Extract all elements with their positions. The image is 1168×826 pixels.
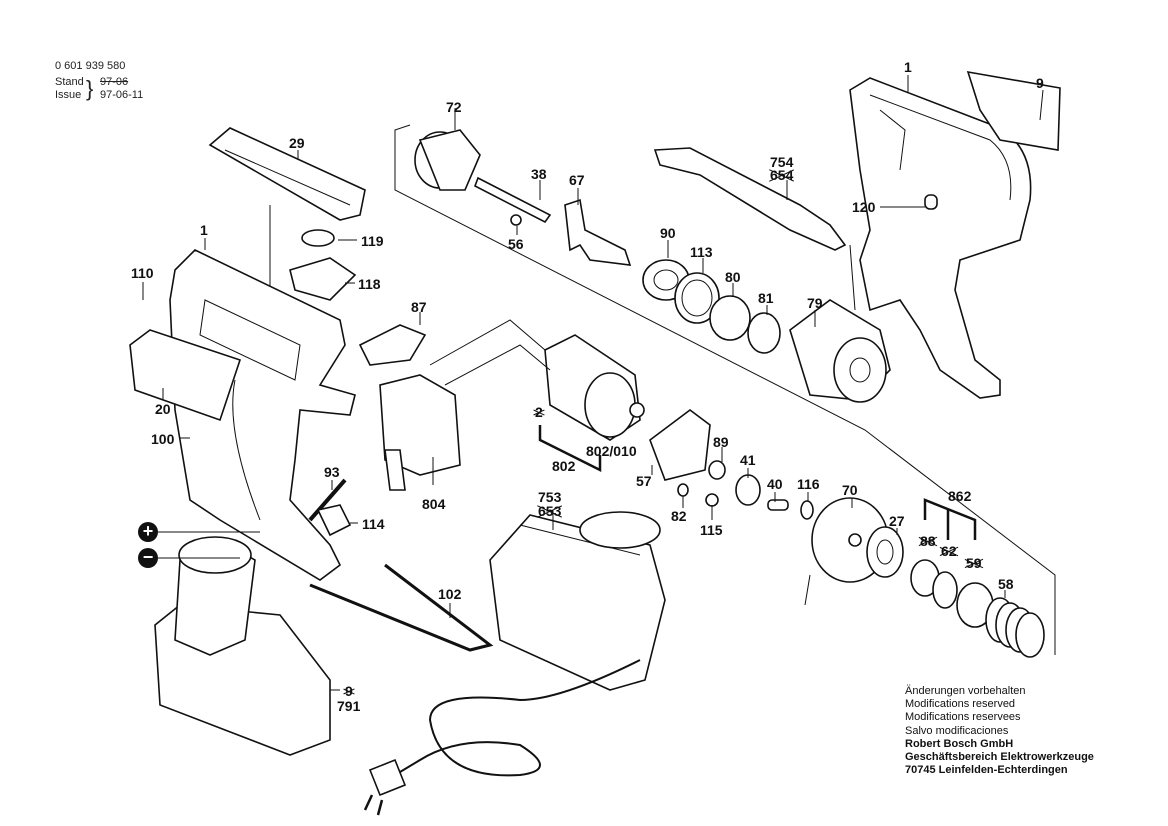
part-label-87: 87 [411,299,427,315]
part-label-654-struck: 654 [770,167,794,183]
issue-value: 97-06-11 [100,89,144,101]
footer-notice: Änderungen vorbehalten Modifications res… [905,685,1094,777]
spindle-housing-79 [789,299,891,403]
part-label-90: 90 [660,225,676,241]
part-label-67: 67 [569,172,585,188]
leader-lines [142,75,1044,691]
part-label-27: 27 [889,513,905,529]
footer-company: Robert Bosch GmbH [905,737,1014,750]
part-label-93: 93 [324,464,340,480]
footer-line-de: Änderungen vorbehalten [905,685,1026,697]
part-label-2-struck: 2 [535,404,543,420]
part-label-791: 791 [337,698,361,714]
part-label-82: 82 [671,508,687,524]
part-label-62-struck: 62 [941,543,957,559]
part-label-119: 119 [361,233,384,249]
assembly-axis-lines [269,124,1056,655]
part-label-114: 114 [362,516,385,532]
stand-label: Stand [55,76,84,88]
part-label-79: 79 [807,295,823,311]
drive-parts-top [414,129,781,354]
footer-line-es: Salvo modificaciones [905,724,1009,737]
issue-label: Issue [55,89,82,101]
part-label-1-right: 1 [904,59,912,75]
part-label-102: 102 [438,586,462,602]
part-label-89: 89 [713,434,729,450]
battery-pack-791 [154,536,331,756]
part-label-116: 116 [797,476,820,492]
part-label-72: 72 [446,99,462,115]
part-label-80: 80 [725,269,741,285]
part-label-110: 110 [131,265,154,281]
part-label-802: 802 [552,458,576,474]
part-label-804: 804 [422,496,446,512]
part-label-56: 56 [508,236,524,252]
belt-clip-754 [653,147,847,251]
footer-address: 70745 Leinfelden-Echterdingen [905,764,1068,777]
part-label-862: 862 [948,488,972,504]
part-label-81: 81 [758,290,774,306]
label-plate-20 [129,329,242,422]
battery-cover-29 [208,127,366,221]
part-label-41: 41 [740,452,756,468]
housing-half-left [169,249,356,581]
brace-glyph: } [86,76,94,101]
part-number: 0 601 939 580 [55,60,126,72]
stand-value-struck: 97-06 [100,76,129,88]
part-label-59-struck: 59 [966,555,982,571]
footer-line-fr: Modifications reservees [905,711,1021,724]
part-label-9: 9 [1036,75,1044,91]
part-label-115: 115 [700,522,723,538]
part-label-100: 100 [151,431,175,447]
label-plate-9 [966,70,1061,151]
plus-terminal-icon: + [138,522,158,542]
part-label-118: 118 [358,276,381,292]
spring-58 [985,597,1045,658]
part-label-40: 40 [767,476,783,492]
part-label-754: 754 [770,154,794,170]
part-label-653-struck: 653 [538,503,562,519]
part-label-70: 70 [842,482,858,498]
part-label-1-left: 1 [200,222,208,238]
footer-division: Geschäftsbereich Elektrowerkzeuge [905,751,1094,764]
part-label-20: 20 [155,401,171,417]
charger-753 [489,511,666,691]
motor-2 [429,319,645,441]
part-label-113: 113 [690,244,713,260]
part-label-29: 29 [289,135,305,151]
part-label-57: 57 [636,473,652,489]
part-label-802-010: 802/010 [586,443,637,459]
part-label-120: 120 [852,199,876,215]
part-label-88-struck: 88 [920,533,936,549]
part-label-753: 753 [538,489,562,505]
footer-line-en: Modifications reserved [905,698,1016,711]
part-label-38: 38 [531,166,547,182]
gear-plate-57 [649,409,711,481]
part-label-58: 58 [998,576,1014,592]
part-label-9-struck: 9 [345,683,353,699]
minus-terminal-icon: − [138,548,158,568]
